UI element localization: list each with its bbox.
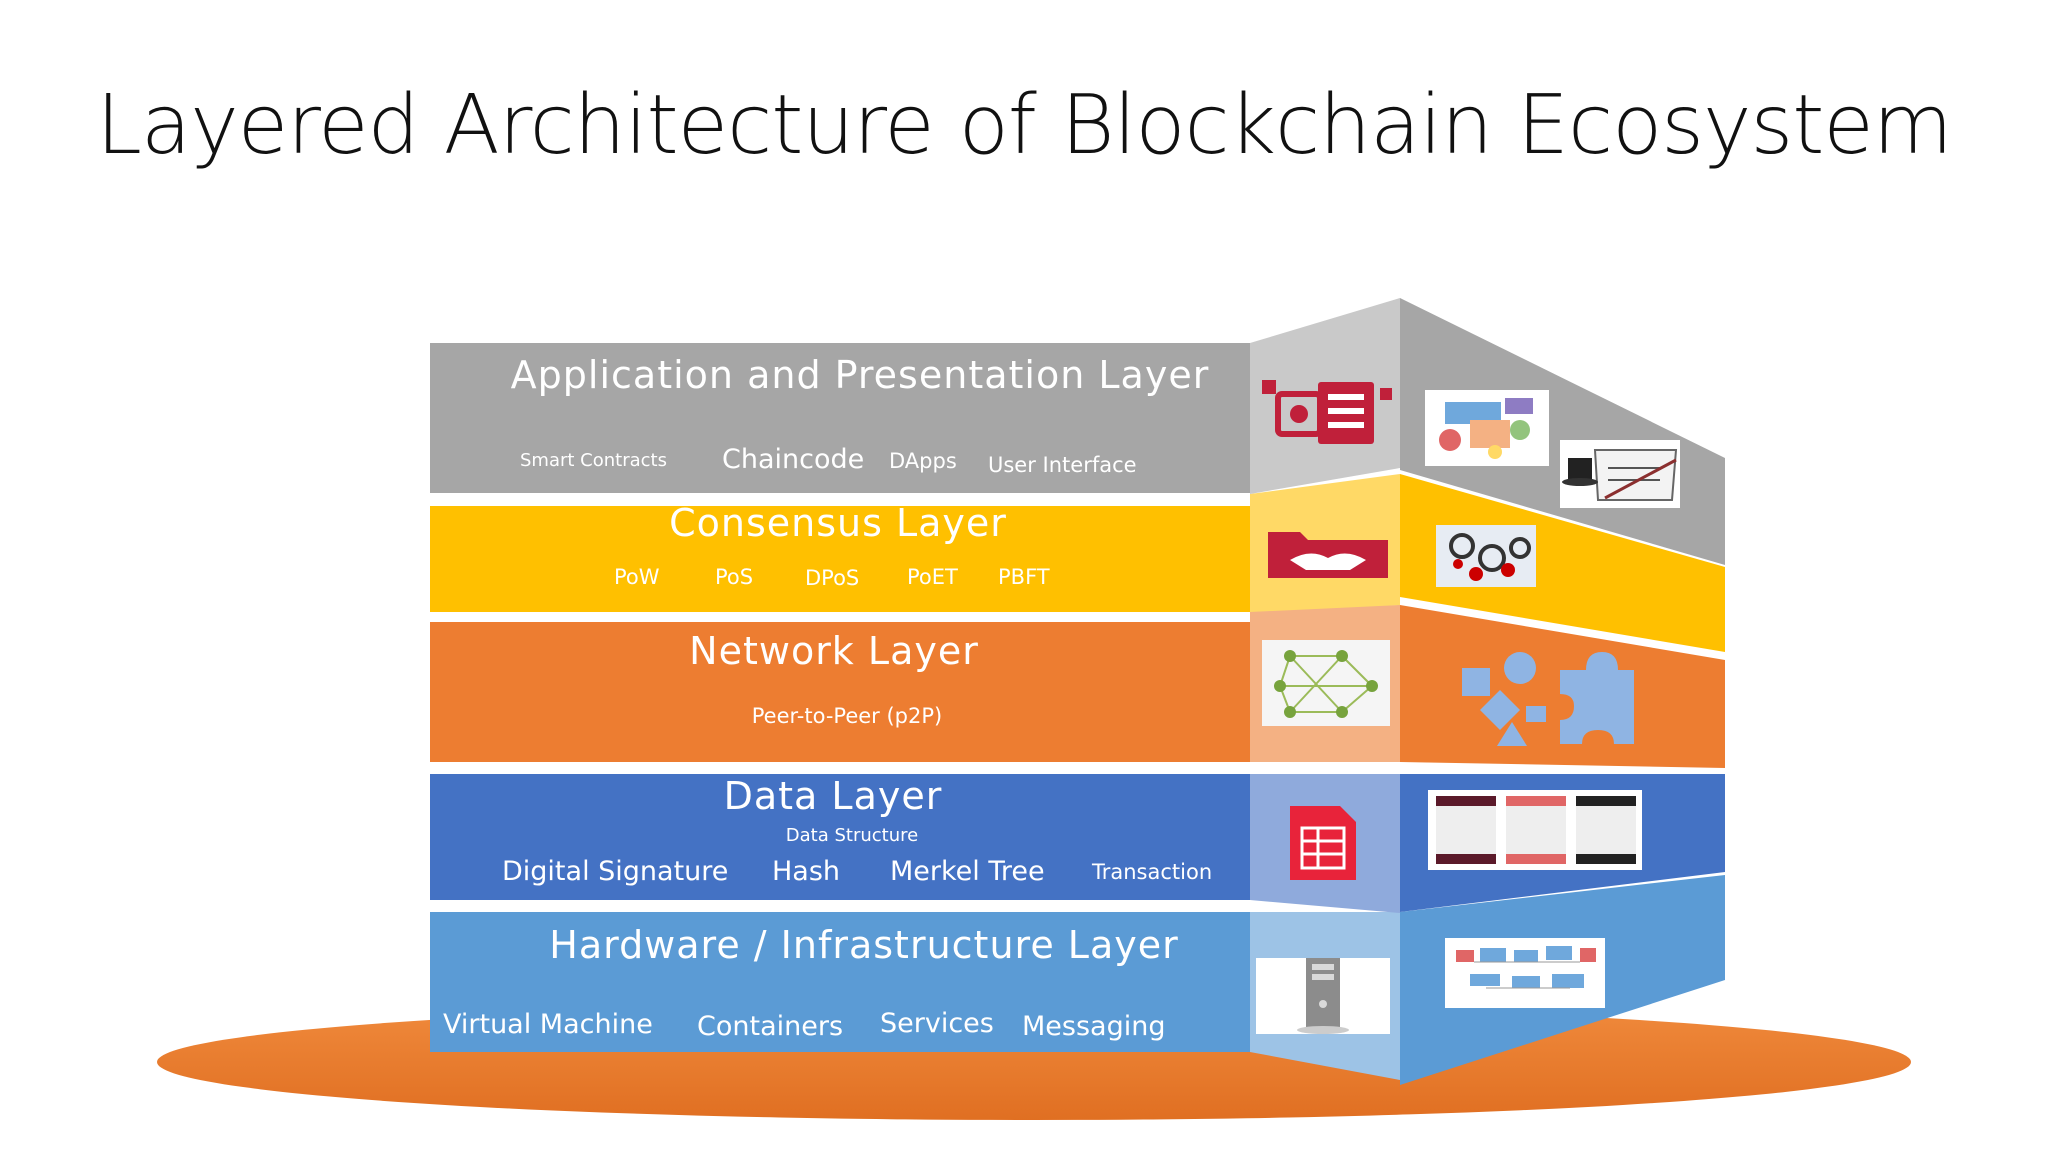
hardware-item-virtual-machine: Virtual Machine [443,1009,653,1040]
coffee-document-icon [1560,440,1680,508]
hardware-item-messaging: Messaging [1022,1011,1165,1042]
application-item-dapps: DApps [889,449,957,473]
consensus-layer-title: Consensus Layer [669,501,1007,545]
network-layer-title: Network Layer [689,629,979,673]
app-collage-icon [1425,390,1549,466]
hardware-item-containers: Containers [697,1011,843,1042]
block-chain-diagram-icon [1428,790,1642,870]
application-item-chaincode: Chaincode [722,444,864,475]
handshake-folder-icon [1268,532,1388,578]
network-layer [430,605,1725,768]
data-layer-title: Data Layer [724,774,943,818]
slide-title: Layered Architecture of Blockchain Ecosy… [96,78,1952,173]
consensus-item-pbft: PBFT [998,565,1050,589]
consensus-item-poet: PoET [907,565,958,589]
data-item-merkel-tree: Merkel Tree [890,856,1045,887]
data-item-hash: Hash [772,856,840,887]
puzzle-shapes-icon [1462,652,1634,746]
hardware-layer-title: Hardware / Infrastructure Layer [549,923,1178,967]
server-tower-icon [1256,958,1390,1034]
data-item-transaction: Transaction [1091,860,1212,884]
data-item-digital-signature: Digital Signature [502,856,728,887]
data-layer-subtitle: Data Structure [786,825,918,846]
hardware-item-services: Services [880,1008,994,1039]
consensus-item-pos: PoS [715,565,753,589]
consensus-item-dpos: DPoS [805,566,859,590]
application-layer-title: Application and Presentation Layer [511,353,1210,397]
network-topology-icon [1262,640,1390,726]
application-item-smart-contracts: Smart Contracts [520,450,667,471]
infrastructure-diagram-icon [1445,938,1605,1008]
gears-coins-icon [1436,525,1536,587]
spreadsheet-icon [1290,806,1356,880]
consensus-item-pow: PoW [614,565,660,589]
server-gear-icon [1262,380,1392,444]
application-item-user-interface: User Interface [988,453,1137,477]
network-item-p2p: Peer-to-Peer (p2P) [752,704,942,728]
